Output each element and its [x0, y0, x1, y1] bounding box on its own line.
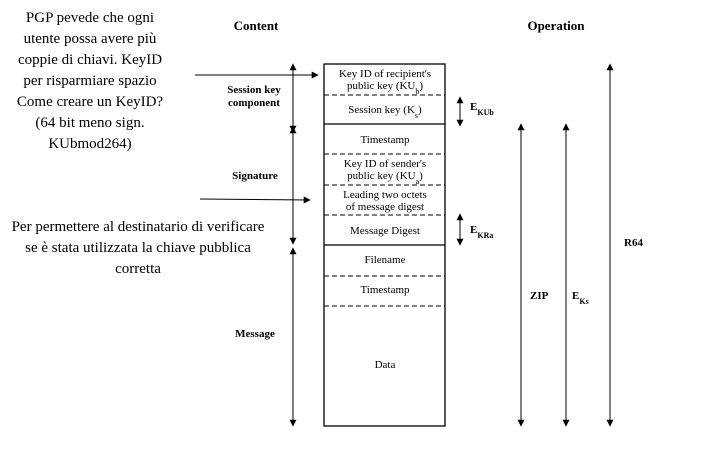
box-sender-key-id: Key ID of sender's [344, 158, 426, 170]
note-keyid: PGP pevede che ogni utente possa avere p… [17, 10, 164, 152]
op-ekra-label: EKRa [470, 224, 493, 240]
header-content: Content [234, 18, 279, 33]
note-verify-line: se è stata utilizzata la chiave pubblica [25, 240, 251, 256]
note-keyid-line: PGP pevede che ogni [26, 10, 154, 26]
note-keyid-line: KUbmod264) [48, 136, 131, 152]
op-eks-label: EKs [572, 290, 589, 306]
note-keyid-line: per risparmiare spazio [23, 73, 156, 89]
box-recipient-key-id-line2: public key (KUb) [347, 80, 423, 96]
section-session-key-label: component [228, 97, 280, 109]
box-message-digest: Message Digest [350, 225, 420, 237]
section-session-key-label: Session key [227, 84, 281, 96]
box-leading-octets: Leading two octets [343, 189, 427, 201]
box-timestamp-message: Timestamp [360, 284, 410, 296]
note-keyid-line: utente possa avere più [24, 31, 157, 47]
note-verify-line: Per permettere al destinatario di verifi… [12, 219, 265, 235]
section-message-label: Message [235, 328, 275, 340]
note-keyid-line: coppie di chiavi. KeyID [18, 52, 162, 68]
note-keyid-line: Come creare un KeyID? [17, 94, 164, 110]
box-recipient-key-id: Key ID of recipient's [339, 68, 431, 80]
box-filename: Filename [365, 254, 406, 266]
box-data: Data [375, 359, 396, 371]
op-ekub-label: EKUb [470, 101, 494, 117]
box-timestamp-signature: Timestamp [360, 134, 410, 146]
header-operation: Operation [527, 18, 585, 33]
op-zip-label: ZIP [530, 290, 549, 302]
box-sender-key-id-line2: public key (KUa) [347, 170, 423, 186]
op-r64-label: R64 [624, 237, 643, 249]
box-leading-octets: of message digest [346, 201, 424, 213]
note-keyid-line: (64 bit meno sign. [35, 115, 144, 131]
section-signature-label: Signature [232, 170, 278, 182]
box-session-key: Session key (Ks) [348, 104, 422, 120]
note-verify: Per permettere al destinatario di verifi… [12, 219, 265, 277]
note-verify-line: corretta [115, 261, 161, 277]
